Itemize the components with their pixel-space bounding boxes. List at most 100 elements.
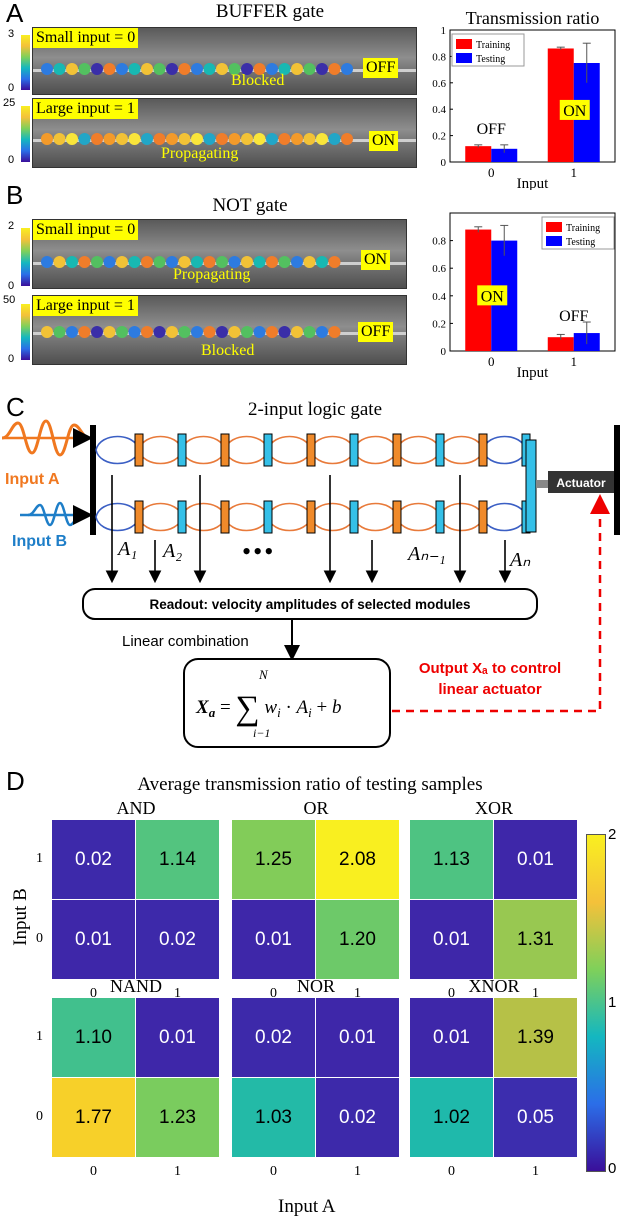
bead	[266, 256, 278, 268]
bead	[41, 133, 53, 145]
module-block	[392, 433, 402, 467]
heatmap-cell: 0.01	[410, 900, 493, 979]
label-small-input-not: Small input = 0	[33, 220, 139, 240]
heatmap-cell: 1.25	[232, 820, 315, 899]
bead	[128, 63, 141, 75]
legend-label: Testing	[476, 54, 505, 65]
x-axis-label: Input	[517, 365, 549, 381]
output-note-1: Output Xₐ to control	[419, 660, 561, 677]
ylabel-input-b: Input B	[10, 888, 31, 946]
annotation-bg	[477, 285, 508, 306]
y-tick-label: 1	[441, 25, 447, 37]
link-arc	[95, 502, 140, 532]
bead	[253, 63, 266, 75]
not-small-input-photo: Small input = 0 Propagating ON	[32, 219, 407, 289]
heatmap-col-label: 0	[90, 986, 97, 1001]
heatmap-col-label: 1	[532, 986, 539, 1001]
bead	[191, 133, 203, 145]
heatmap-cell: 0.01	[410, 998, 493, 1077]
svg-text:i−1: i−1	[253, 726, 270, 740]
linear-combination-label: Linear combination	[122, 633, 249, 650]
y-tick-label: 0.2	[432, 318, 446, 330]
status-blocked-not: Blocked	[201, 342, 255, 359]
bead	[278, 133, 291, 145]
bead	[303, 63, 316, 75]
bead	[328, 256, 341, 268]
bead	[253, 326, 266, 338]
module-block	[220, 433, 230, 467]
status-propagating: Propagating	[161, 145, 239, 162]
colorbar-b-top	[21, 228, 30, 286]
link-arc	[267, 502, 312, 532]
cbar-a-bottom-min: 0	[8, 154, 15, 166]
link-arc	[482, 435, 527, 465]
chain-b-top	[41, 256, 341, 268]
link-arc	[396, 502, 441, 532]
status-blocked: Blocked	[231, 72, 285, 89]
bead	[203, 133, 216, 145]
module-block	[134, 500, 144, 534]
module-block	[478, 433, 488, 467]
link-arc	[95, 435, 140, 465]
heatmap-cell: 0.01	[52, 900, 135, 979]
bead	[153, 326, 166, 338]
heatmap-cell: 1.39	[494, 998, 577, 1077]
module-block	[435, 433, 445, 467]
colorbar-a-top	[21, 35, 30, 90]
bead	[53, 133, 66, 145]
bead	[203, 63, 216, 75]
bead	[178, 133, 191, 145]
readout-box	[82, 588, 538, 620]
colorbar-max: 2	[608, 826, 617, 843]
bead	[66, 63, 78, 75]
y-tick-label: 0.6	[432, 263, 446, 275]
bead	[291, 63, 303, 75]
heatmap-cell: 1.14	[136, 820, 219, 899]
module-block	[263, 500, 273, 534]
bead	[291, 133, 303, 145]
panel-a-letter: A	[6, 0, 24, 28]
bead	[228, 133, 241, 145]
link-arc	[439, 435, 484, 465]
y-tick-label: 0	[441, 346, 447, 358]
panel-b-letter: B	[6, 180, 24, 210]
bead	[53, 256, 66, 268]
heatmap-col-label: 0	[270, 1164, 277, 1179]
heatmap-col-label: 0	[270, 986, 277, 1001]
bead	[191, 326, 203, 338]
not-gate-title: NOT gate	[212, 195, 288, 216]
colorbar-a-bottom	[21, 106, 30, 162]
panel-d-letter: D	[6, 766, 25, 796]
bead	[78, 256, 91, 268]
link-arc	[353, 435, 398, 465]
output-note-2: linear actuator	[438, 681, 542, 698]
heatmap-row-label: 0	[36, 931, 43, 946]
input-a-label: Input A	[5, 471, 60, 488]
link-arc	[353, 502, 398, 532]
bead	[116, 63, 128, 75]
amp-label-n: Aₙ	[510, 549, 531, 571]
buffer-gate-title: BUFFER gate	[215, 1, 325, 22]
bead	[116, 326, 128, 338]
heatmap-cell: 0.02	[136, 900, 219, 979]
heatmap-cell: 1.10	[52, 998, 135, 1077]
bead	[328, 326, 341, 338]
heatmap-gate-title: XNOR	[468, 976, 520, 996]
bead	[266, 63, 278, 75]
link-arc	[181, 435, 226, 465]
heatmap-cell: 1.20	[316, 900, 399, 979]
heatmap-cell: 0.01	[136, 998, 219, 1077]
cbar-b-bottom-max: 50	[3, 294, 16, 306]
bead	[103, 326, 116, 338]
legend-swatch	[546, 236, 562, 246]
bead	[103, 133, 116, 145]
ellipsis: •••	[242, 537, 276, 566]
bead	[66, 326, 78, 338]
readout-text: Readout: velocity amplitudes of selected…	[149, 597, 470, 612]
bead	[141, 256, 153, 268]
colorbar-mid: 1	[608, 994, 617, 1011]
bead	[66, 256, 78, 268]
actuator-rod	[536, 480, 550, 488]
module-block	[349, 433, 359, 467]
